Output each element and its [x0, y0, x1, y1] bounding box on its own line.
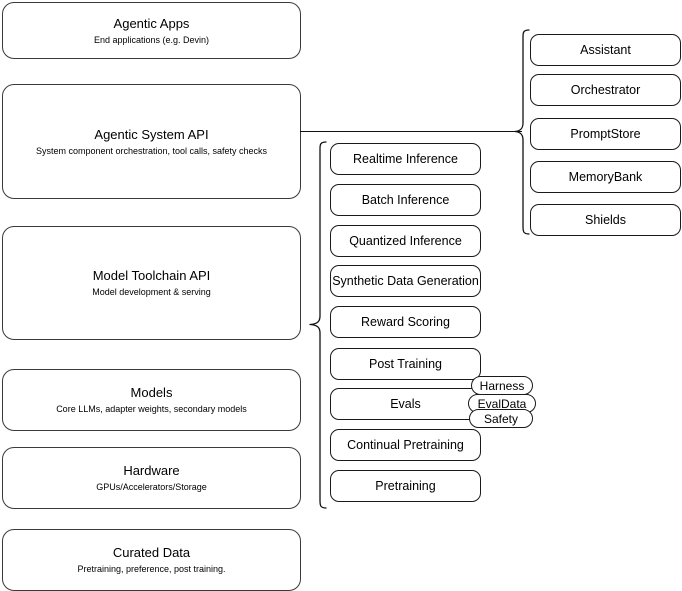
layer-box-agentic-apps[interactable]: Agentic Apps End applications (e.g. Devi…	[2, 2, 301, 59]
layer-subtitle: System component orchestration, tool cal…	[35, 145, 268, 156]
component-label: Batch Inference	[361, 193, 450, 207]
component-label: Evals	[390, 397, 421, 411]
pill-safety[interactable]: Safety	[469, 409, 533, 428]
component-label: Pretraining	[375, 479, 436, 493]
component-label: MemoryBank	[568, 170, 643, 184]
component-label: Reward Scoring	[361, 315, 450, 329]
pill-label: Harness	[479, 378, 525, 393]
component-box-shields[interactable]: Shields	[530, 204, 681, 236]
component-label: Orchestrator	[570, 83, 641, 97]
component-box-evals[interactable]: Evals	[330, 388, 481, 420]
layer-box-curated-data[interactable]: Curated Data Pretraining, preference, po…	[2, 529, 301, 591]
layer-subtitle: End applications (e.g. Devin)	[93, 34, 210, 45]
layer-subtitle: GPUs/Accelerators/Storage	[96, 482, 207, 492]
connector-agentic-system-to-components	[300, 125, 526, 139]
component-box-memorybank[interactable]: MemoryBank	[530, 161, 681, 193]
component-box-batch-inference[interactable]: Batch Inference	[330, 184, 481, 216]
component-label: Realtime Inference	[353, 152, 458, 166]
layer-box-model-toolchain-api[interactable]: Model Toolchain API Model development & …	[2, 226, 301, 340]
component-box-post-training[interactable]: Post Training	[330, 348, 481, 380]
layer-box-agentic-system-api[interactable]: Agentic System API System component orch…	[2, 84, 301, 199]
layer-title: Models	[130, 385, 173, 400]
layer-subtitle: Model development & serving	[92, 287, 211, 297]
layer-subtitle: Core LLMs, adapter weights, secondary mo…	[56, 404, 247, 414]
component-label: Continual Pretraining	[347, 438, 464, 452]
component-box-reward-scoring[interactable]: Reward Scoring	[330, 306, 481, 338]
layer-box-hardware[interactable]: Hardware GPUs/Accelerators/Storage	[2, 447, 301, 509]
component-box-quantized-inference[interactable]: Quantized Inference	[330, 225, 481, 257]
layer-box-models[interactable]: Models Core LLMs, adapter weights, secon…	[2, 369, 301, 431]
component-box-continual-pretraining[interactable]: Continual Pretraining	[330, 429, 481, 461]
component-label: Synthetic Data Generation	[332, 274, 479, 288]
pill-label: Safety	[483, 411, 519, 426]
pill-label: EvalData	[477, 396, 527, 411]
component-box-pretraining[interactable]: Pretraining	[330, 470, 481, 502]
component-label: Post Training	[369, 357, 442, 371]
brace-toolchain-components	[307, 140, 329, 516]
component-box-assistant[interactable]: Assistant	[530, 34, 681, 66]
component-box-realtime-inference[interactable]: Realtime Inference	[330, 143, 481, 175]
pill-harness[interactable]: Harness	[471, 376, 533, 395]
layer-title: Curated Data	[112, 545, 191, 560]
brace-agentic-components	[512, 28, 532, 242]
component-label: Shields	[585, 213, 626, 227]
component-box-orchestrator[interactable]: Orchestrator	[530, 74, 681, 106]
layer-title: Agentic System API	[94, 126, 209, 142]
component-box-synthetic-data-generation[interactable]: Synthetic Data Generation	[330, 265, 481, 297]
layer-subtitle: Pretraining, preference, post training.	[77, 564, 226, 574]
layer-title: Hardware	[123, 463, 180, 478]
layer-title: Model Toolchain API	[92, 268, 211, 283]
component-label: Quantized Inference	[349, 234, 462, 248]
component-label: PromptStore	[570, 127, 641, 141]
component-label: Assistant	[580, 43, 631, 57]
layer-title: Agentic Apps	[113, 15, 190, 31]
component-box-promptstore[interactable]: PromptStore	[530, 118, 681, 150]
